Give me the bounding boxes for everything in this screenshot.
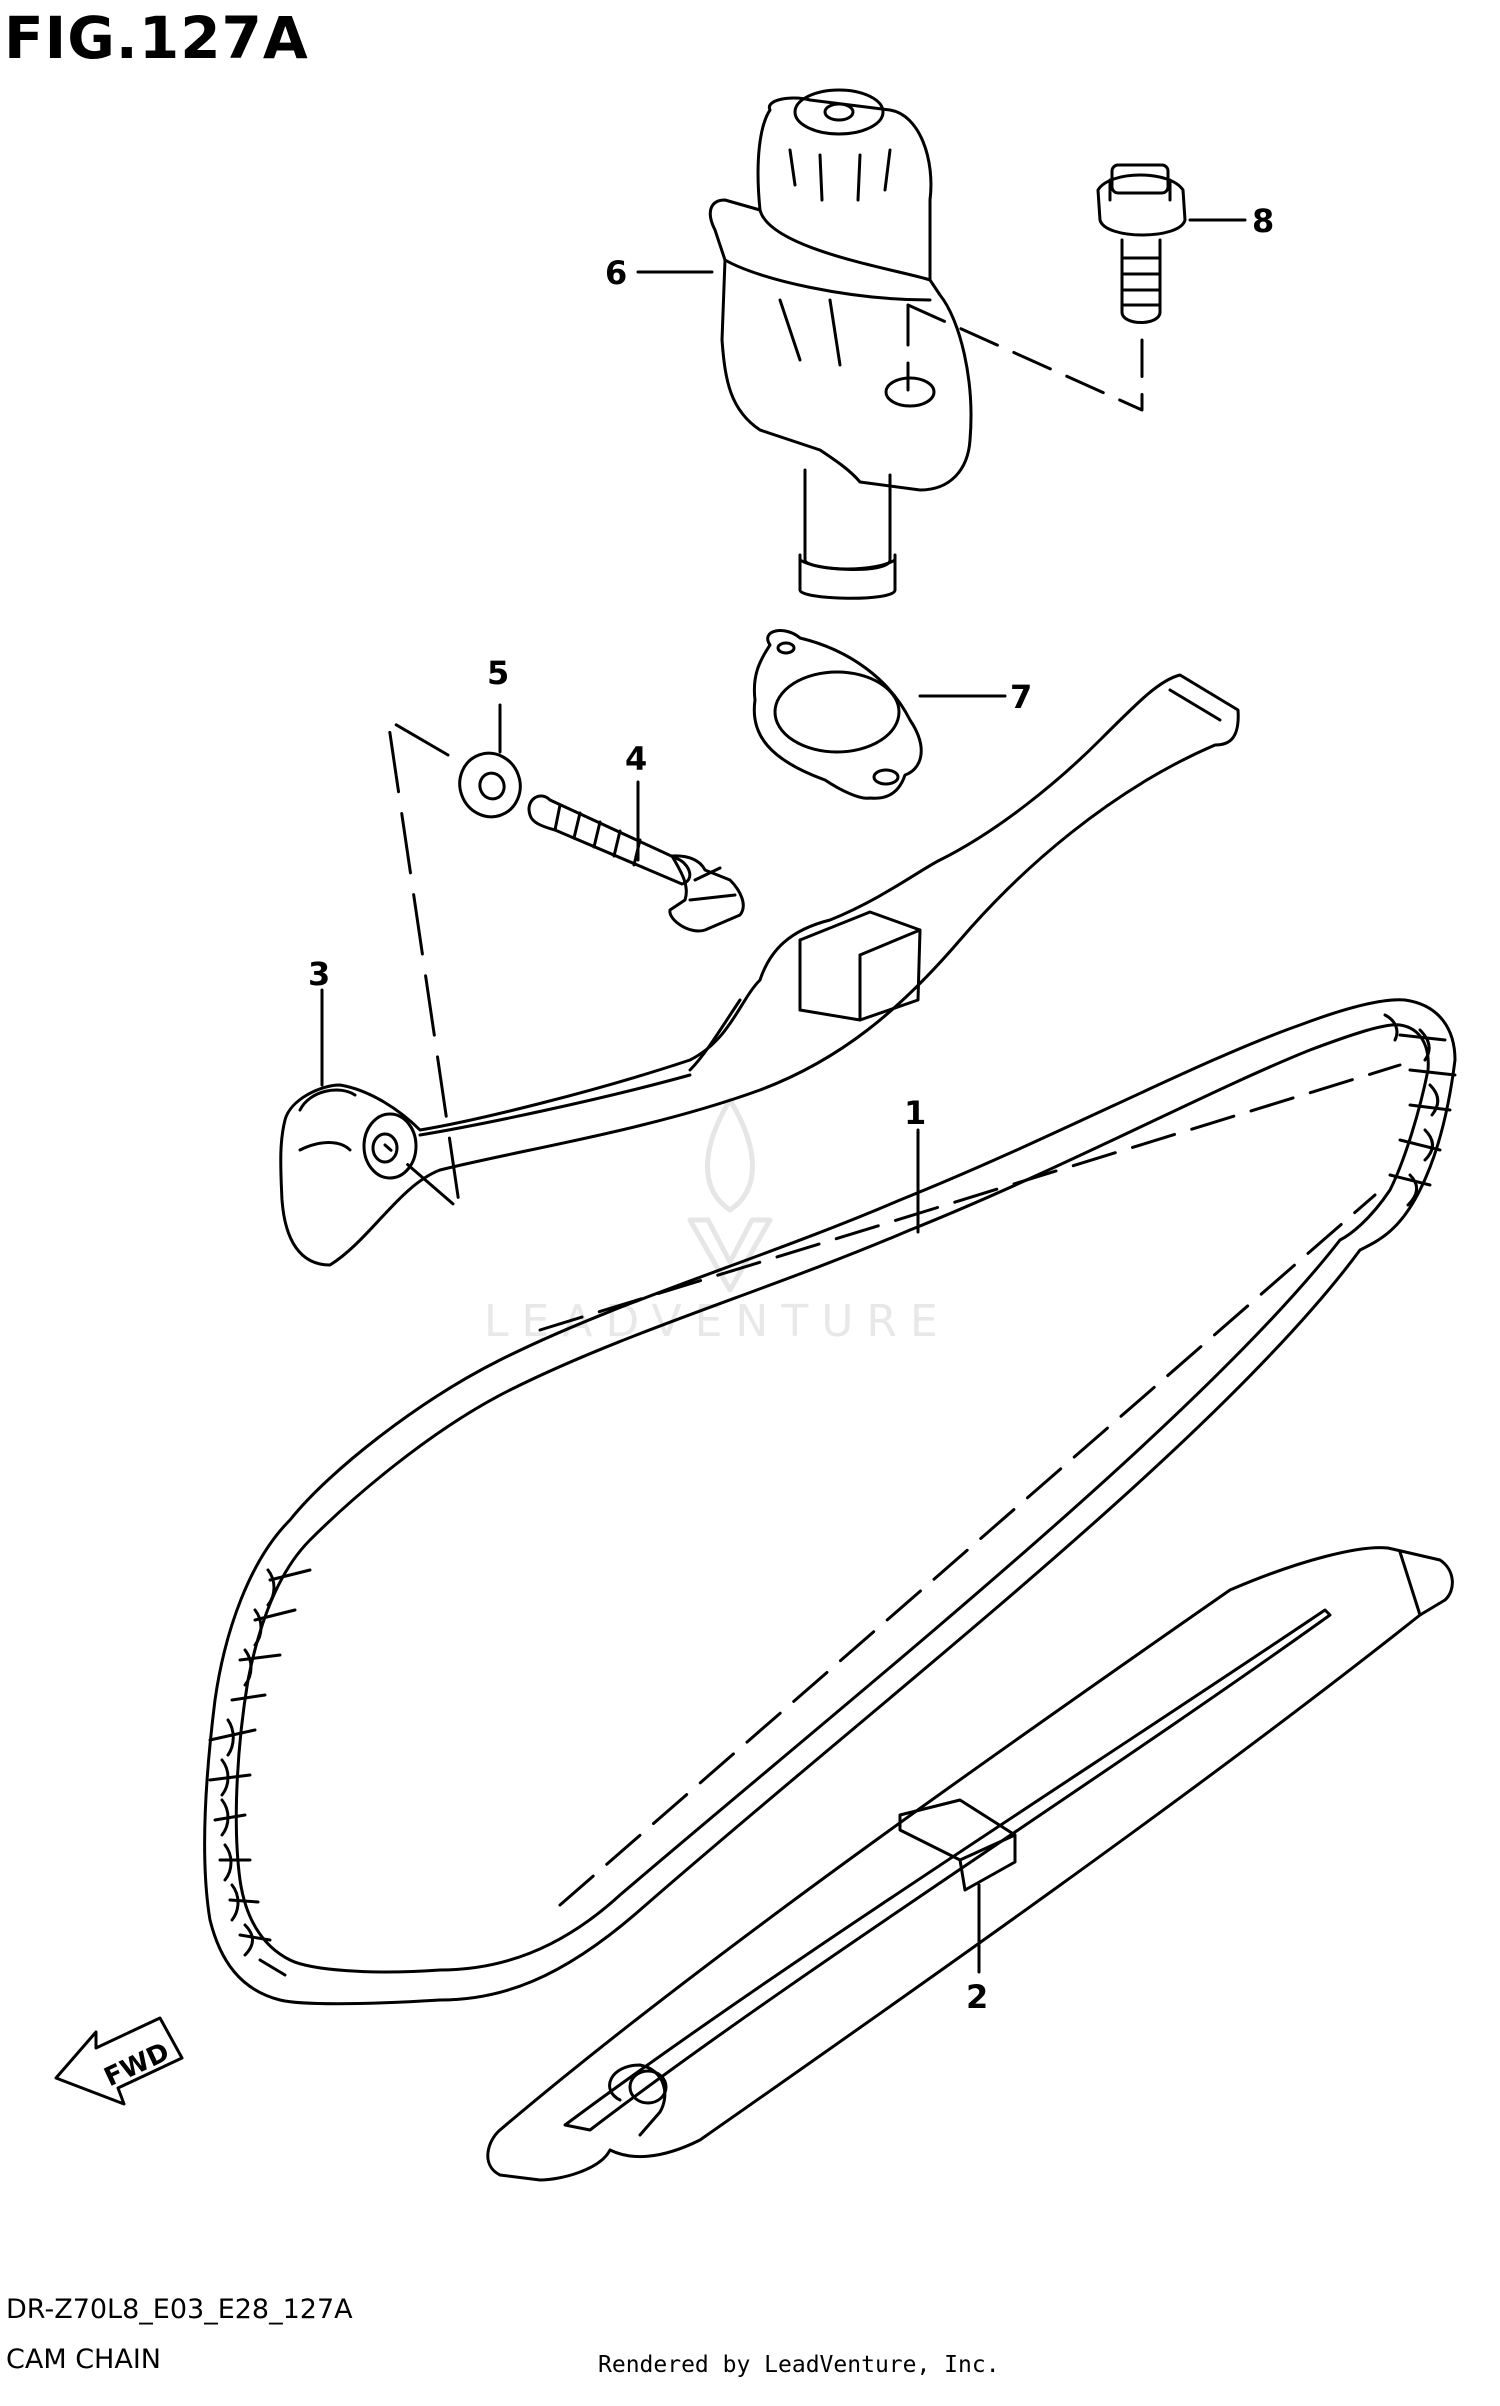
callout-4: 4 (625, 740, 647, 778)
tensioner-bolt-axis-left (383, 718, 462, 1212)
figure-title: FIG.127A (4, 4, 309, 72)
callout-1: 1 (904, 1094, 926, 1132)
callout-3: 3 (308, 955, 330, 993)
gasket (752, 629, 923, 800)
render-credit: Rendered by LeadVenture, Inc. (598, 2352, 1000, 2378)
bolt-4 (527, 794, 745, 933)
tensioner-bolt-axis (906, 303, 1144, 412)
bolt-8 (1096, 163, 1187, 324)
watermark: LEADVENTURE (484, 1296, 951, 1347)
chain-guide (486, 1546, 1454, 2182)
direction-label: FWD (100, 2037, 174, 2093)
callout-5: 5 (487, 654, 509, 692)
chain-hidden-line-top (538, 1063, 1402, 1332)
chain-tensioner (279, 673, 1240, 1267)
callout-6: 6 (605, 254, 627, 292)
chain-hidden-line-bottom (558, 1193, 1377, 1907)
model-code: DR-Z70L8_E03_E28_127A (6, 2294, 353, 2325)
tensioner-adjuster (708, 88, 973, 600)
washer (458, 751, 522, 819)
forward-arrow (54, 2016, 184, 2106)
callout-8: 8 (1252, 202, 1274, 240)
callout-7: 7 (1010, 678, 1032, 716)
callout-2: 2 (966, 1978, 988, 2016)
cam-chain (203, 998, 1457, 2006)
diagram-title: CAM CHAIN (6, 2344, 161, 2375)
watermark-logo (687, 1097, 773, 1293)
